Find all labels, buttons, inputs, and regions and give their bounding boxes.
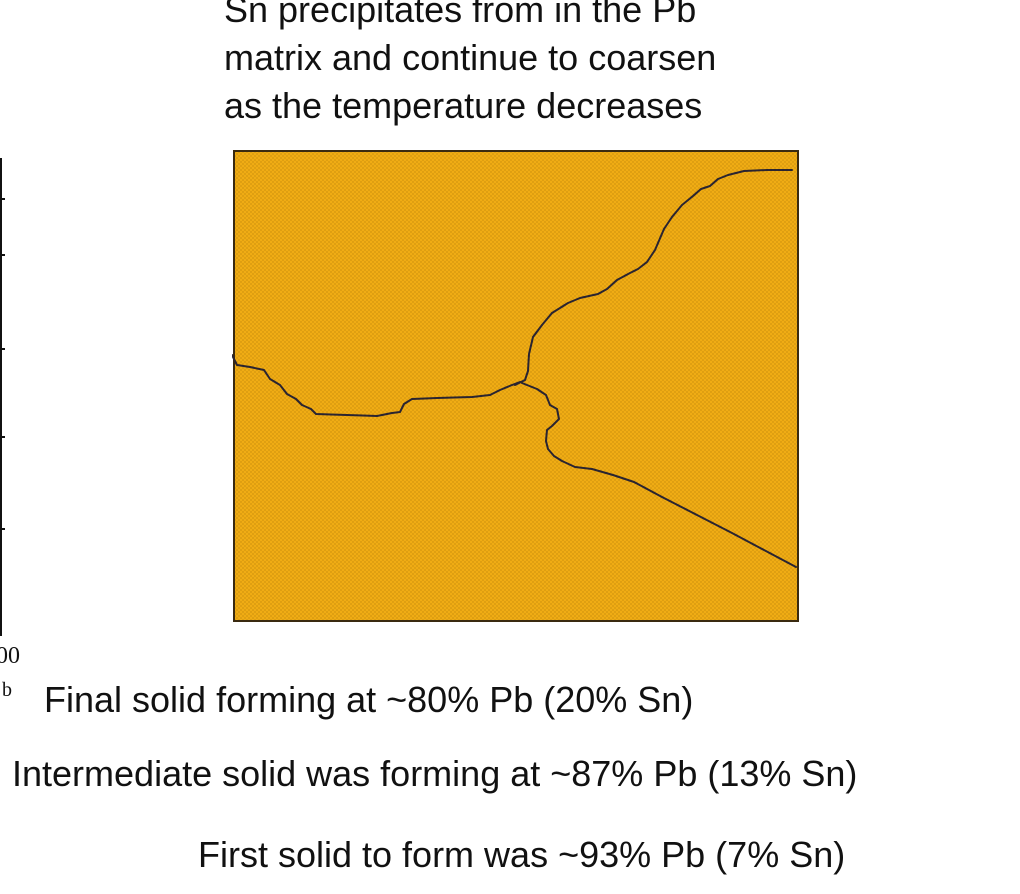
caption-final-solid: Final solid forming at ~80% Pb (20% Sn) bbox=[44, 679, 694, 720]
axis-label: b bbox=[2, 679, 12, 701]
microstructure-diagram bbox=[232, 150, 799, 622]
grain-boundary-upper-right bbox=[514, 169, 793, 386]
axis-line bbox=[0, 158, 2, 636]
axis-tick bbox=[2, 436, 5, 438]
tin-precipitates bbox=[234, 151, 798, 621]
axis-tick bbox=[2, 254, 5, 256]
caption-intermediate-solid: Intermediate solid was forming at ~87% P… bbox=[12, 753, 858, 794]
axis-tick bbox=[2, 198, 5, 200]
grain-boundary-lower-right bbox=[521, 382, 797, 568]
axis-tick bbox=[2, 348, 5, 350]
micrograph-frame bbox=[233, 150, 799, 622]
diagram-heading: Sn precipitates from in the Pb matrix an… bbox=[224, 0, 717, 126]
grain-boundary-left bbox=[232, 354, 521, 417]
caption-first-solid: First solid to form was ~93% Pb (7% Sn) bbox=[198, 834, 846, 875]
axis-tick-label: 00 bbox=[0, 643, 20, 669]
axis-tick bbox=[2, 528, 5, 530]
